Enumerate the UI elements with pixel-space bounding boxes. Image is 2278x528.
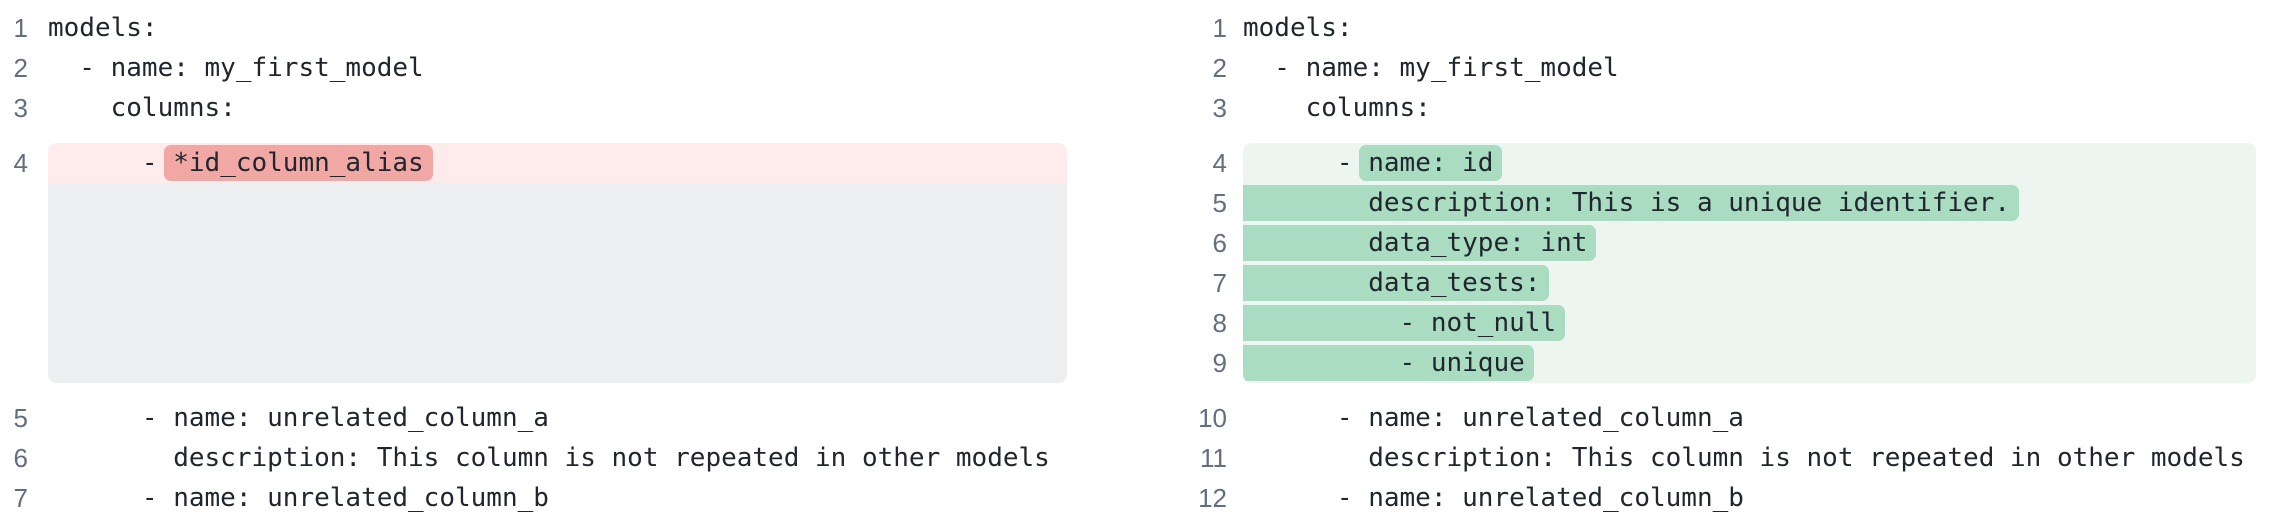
code-line: description: This column is not repeated… xyxy=(1243,443,2245,473)
code-line: - name: my_first_model xyxy=(48,53,424,83)
added-token-highlight: - not_null xyxy=(1243,305,1566,341)
code-line: - name: unrelated_column_a xyxy=(48,403,549,433)
added-token-highlight: data_type: int xyxy=(1243,225,1597,261)
line-number: 1 xyxy=(1212,13,1227,43)
collapsed-filler-gutter-space xyxy=(0,183,28,383)
hunk-gutter-before: 4 xyxy=(0,143,28,383)
diff-pane-before: 1 2 3 4 5 6 7 models: - name: my_first_m… xyxy=(0,8,1139,518)
added-token-highlight: name: id xyxy=(1359,145,1503,181)
code-line: columns: xyxy=(1243,93,1431,123)
line-number: 4 xyxy=(13,148,28,178)
added-token-highlight: data_tests: xyxy=(1243,265,1550,301)
collapsed-filler-block xyxy=(48,183,1067,383)
line-number: 6 xyxy=(1212,228,1227,258)
added-code-line: - name: id xyxy=(1243,143,2256,183)
hunk-gutter-after: 4 5 6 7 8 9 xyxy=(1139,143,1227,383)
line-number: 11 xyxy=(1200,443,1227,473)
code-line: models: xyxy=(48,13,158,43)
line-number: 10 xyxy=(1198,403,1227,433)
line-number: 3 xyxy=(1212,93,1227,123)
code-line: - name: unrelated_column_b xyxy=(48,483,549,513)
line-number: 2 xyxy=(1212,53,1227,83)
code-line-prefix: - xyxy=(1243,148,1369,178)
added-code-line: - not_null xyxy=(1243,303,2256,343)
line-number: 9 xyxy=(1212,348,1227,378)
line-number-gutter-after: 1 2 3 4 5 6 7 8 9 10 11 12 xyxy=(1139,8,1227,518)
added-code-line: - unique xyxy=(1243,343,2256,383)
added-token-highlight: - unique xyxy=(1243,345,1534,381)
line-number: 5 xyxy=(13,403,28,433)
added-token-highlight: description: This is a unique identifier… xyxy=(1243,185,2020,221)
code-line-prefix: - xyxy=(48,148,174,178)
code-line: columns: xyxy=(48,93,236,123)
added-hunk-block: - name: id description: This is a unique… xyxy=(1243,143,2256,383)
added-code-line: data_type: int xyxy=(1243,223,2256,263)
code-line: - name: unrelated_column_b xyxy=(1243,483,1744,513)
added-code-line: data_tests: xyxy=(1243,263,2256,303)
code-line: description: This column is not repeated… xyxy=(48,443,1050,473)
line-number: 4 xyxy=(1212,148,1227,178)
code-column-after: models: - name: my_first_model columns: … xyxy=(1243,8,2278,518)
code-line: - name: my_first_model xyxy=(1243,53,1619,83)
line-number: 2 xyxy=(13,53,28,83)
line-number: 7 xyxy=(13,483,28,513)
removed-token-highlight: *id_column_alias xyxy=(164,145,433,181)
added-code-line: description: This is a unique identifier… xyxy=(1243,183,2256,223)
code-line: - name: unrelated_column_a xyxy=(1243,403,1744,433)
line-number: 3 xyxy=(13,93,28,123)
removed-code-line: - *id_column_alias xyxy=(48,143,1067,183)
diff-pane-after: 1 2 3 4 5 6 7 8 9 10 11 12 models: - nam… xyxy=(1139,8,2278,518)
code-column-before: models: - name: my_first_model columns: … xyxy=(48,8,1139,518)
line-number: 1 xyxy=(13,13,28,43)
line-number: 6 xyxy=(13,443,28,473)
line-number: 5 xyxy=(1212,188,1227,218)
line-number: 7 xyxy=(1212,268,1227,298)
line-number-gutter-before: 1 2 3 4 5 6 7 xyxy=(0,8,28,518)
code-line: models: xyxy=(1243,13,1353,43)
line-number: 8 xyxy=(1212,308,1227,338)
removed-hunk-block: - *id_column_alias xyxy=(48,143,1067,383)
line-number: 12 xyxy=(1198,483,1227,513)
